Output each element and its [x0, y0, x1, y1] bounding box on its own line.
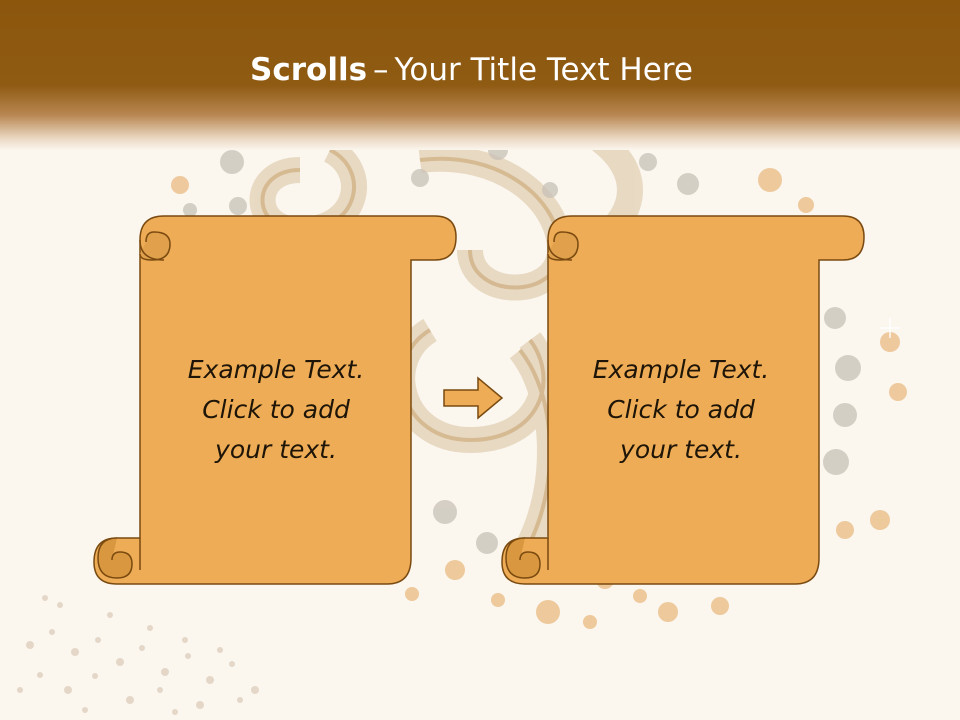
title-rest: Your Title Text Here — [394, 52, 693, 88]
title-separator: – — [373, 52, 389, 88]
scroll-right[interactable] — [500, 214, 866, 586]
text-line: Click to add — [202, 395, 350, 424]
scroll-left[interactable] — [92, 214, 458, 586]
scroll-left-text[interactable]: Example Text. Click to add your text. — [146, 350, 406, 470]
slide-title[interactable]: Scrolls–Your Title Text Here — [0, 52, 943, 88]
text-line: Example Text. — [187, 355, 365, 384]
right-arrow-icon — [443, 376, 504, 420]
title-bar — [0, 0, 960, 150]
text-line: your text. — [215, 435, 337, 464]
text-line: your text. — [620, 435, 742, 464]
text-line: Click to add — [607, 395, 755, 424]
text-line: Example Text. — [592, 355, 770, 384]
scroll-right-text[interactable]: Example Text. Click to add your text. — [551, 350, 811, 470]
title-bold: Scrolls — [250, 52, 368, 88]
